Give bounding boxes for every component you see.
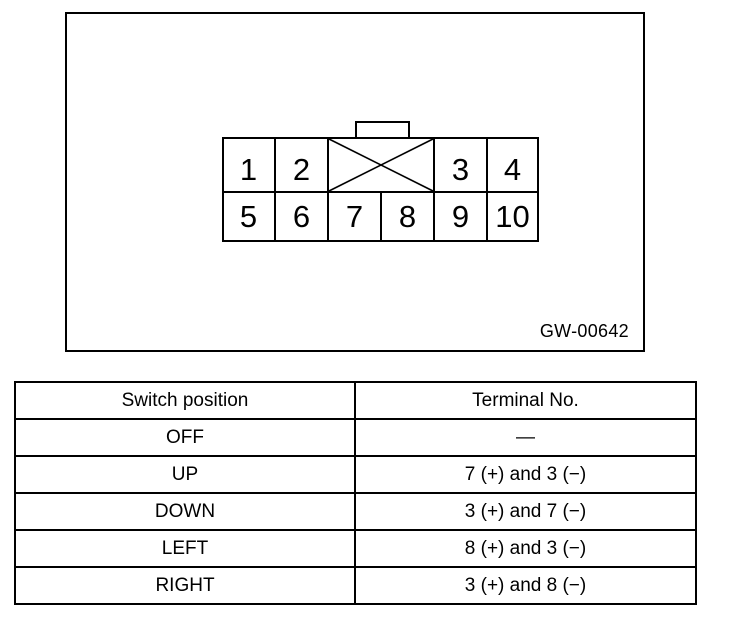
cell-switch-position: OFF xyxy=(14,418,356,457)
connector-pin-3: 3 xyxy=(451,152,470,187)
cell-switch-position: DOWN xyxy=(14,492,356,531)
cell-switch-position: LEFT xyxy=(14,529,356,568)
table-row: OFF — xyxy=(14,418,697,457)
connector-pin-7: 7 xyxy=(345,199,364,234)
table-row: RIGHT 3 (+) and 8 (−) xyxy=(14,566,697,605)
connector-pin-5: 5 xyxy=(239,199,258,234)
connector-pin-2: 2 xyxy=(292,152,311,187)
cell-switch-position: UP xyxy=(14,455,356,494)
table-row: LEFT 8 (+) and 3 (−) xyxy=(14,529,697,568)
connector-pin-10: 10 xyxy=(495,199,530,234)
cell-switch-position: RIGHT xyxy=(14,566,356,605)
cell-terminal-no: — xyxy=(354,418,697,457)
cell-terminal-no: 3 (+) and 7 (−) xyxy=(354,492,697,531)
table-row: UP 7 (+) and 3 (−) xyxy=(14,455,697,494)
connector-pin-4: 4 xyxy=(503,152,522,187)
connector-diagram: 1 2 3 4 5 6 7 8 9 10 xyxy=(222,121,539,242)
connector-pin-9: 9 xyxy=(451,199,470,234)
header-terminal-no: Terminal No. xyxy=(354,381,697,420)
connector-pin-6: 6 xyxy=(292,199,311,234)
table-header-row: Switch position Terminal No. xyxy=(14,381,697,420)
connector-blank-x-diagonal-2 xyxy=(328,138,434,192)
cell-terminal-no: 7 (+) and 3 (−) xyxy=(354,455,697,494)
connector-lock-tab xyxy=(355,121,410,139)
connector-pin-1: 1 xyxy=(239,152,258,187)
figure-reference-code: GW-00642 xyxy=(539,321,629,341)
switch-terminal-table: Switch position Terminal No. OFF — UP 7 … xyxy=(14,381,697,605)
connector-pin-8: 8 xyxy=(398,199,417,234)
table-row: DOWN 3 (+) and 7 (−) xyxy=(14,492,697,531)
connector-outline-svg xyxy=(222,121,539,242)
cell-terminal-no: 8 (+) and 3 (−) xyxy=(354,529,697,568)
header-switch-position: Switch position xyxy=(14,381,356,420)
cell-terminal-no: 3 (+) and 8 (−) xyxy=(354,566,697,605)
